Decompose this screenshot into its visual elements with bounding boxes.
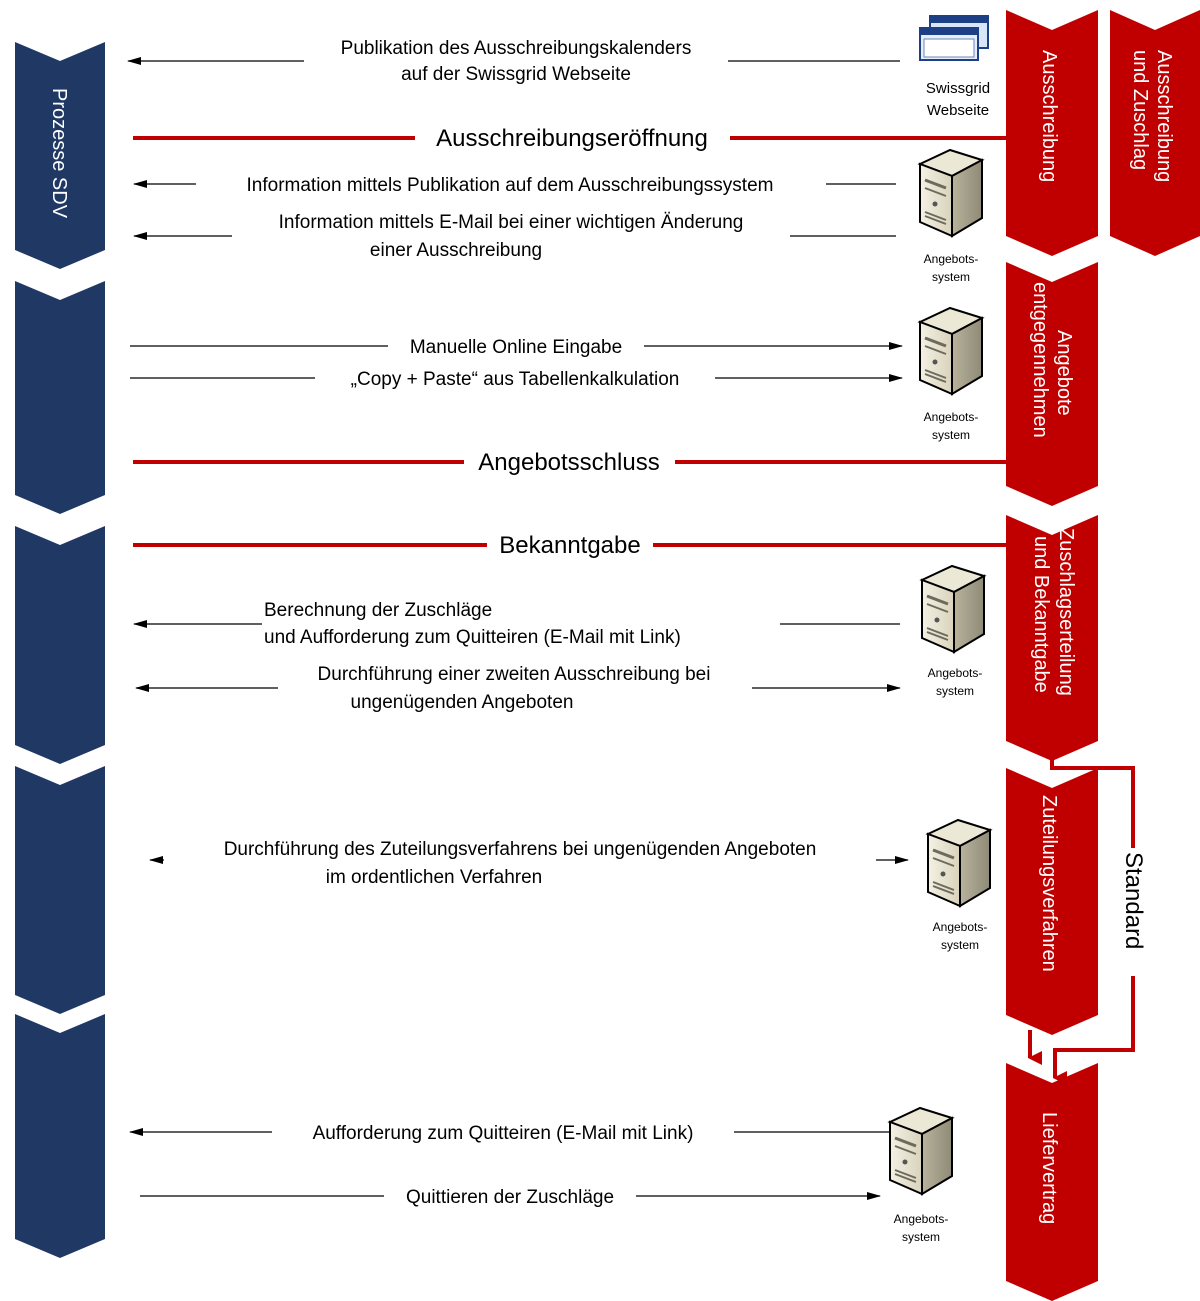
server-icon xyxy=(920,564,986,654)
system-server-4-line2: system xyxy=(941,938,979,952)
milestone-bekanntgabe: Bekanntgabe xyxy=(499,532,640,559)
system-website-line1: Swissgrid xyxy=(926,80,990,97)
left-chevron-5 xyxy=(15,1014,105,1258)
system-server-5-line1: Angebots- xyxy=(894,1212,949,1226)
stage-ausschreibung-chevron xyxy=(1006,10,1098,256)
system-server-1-line1: Angebots- xyxy=(924,252,979,266)
stage-zuschlag-line2: und Bekanntgabe xyxy=(1030,536,1052,693)
server-icon xyxy=(918,148,984,238)
flow-quittieren: Quittieren der Zuschläge xyxy=(406,1187,614,1208)
left-chevron-1 xyxy=(15,42,105,269)
stage-ausschreibung-label: Ausschreibung xyxy=(1038,50,1060,182)
stage-angebote-line1: Angebote xyxy=(1053,330,1075,416)
flow-publikation-line1: Publikation des Ausschreibungskalenders xyxy=(341,38,692,59)
flow-berechnung-line1: Berechnung der Zuschläge xyxy=(264,600,492,621)
flow-aufforderung: Aufforderung zum Quitteiren (E-Mail mit … xyxy=(313,1123,694,1144)
stage-ausschreibung-zuschlag-line2: und Zuschlag xyxy=(1129,50,1151,170)
milestone-eroeffnung: Ausschreibungseröffnung xyxy=(436,125,708,152)
left-chevron-label: Prozesse SDV xyxy=(48,88,70,219)
flow-zuteilung-line2: im ordentlichen Verfahren xyxy=(326,867,543,888)
left-chevron-2 xyxy=(15,281,105,514)
stage-ausschreibung-zuschlag-line1: Ausschreibung xyxy=(1153,50,1175,182)
flow-berechnung-line2: und Aufforderung zum Quitteiren (E-Mail … xyxy=(264,627,681,648)
system-server-4-line1: Angebots- xyxy=(933,920,988,934)
server-icon xyxy=(918,306,984,396)
stage-zuteilung-label: Zuteilungsverfahren xyxy=(1038,795,1060,972)
left-chevron-4 xyxy=(15,766,105,1014)
system-server-2-line2: system xyxy=(932,428,970,442)
system-server-2-line1: Angebots- xyxy=(924,410,979,424)
flow-copy-paste: „Copy + Paste“ aus Tabellenkalkulation xyxy=(351,369,680,390)
system-website-line2: Webseite xyxy=(927,102,989,119)
system-server-5-line2: system xyxy=(902,1230,940,1244)
milestone-angebotsschluss: Angebotsschluss xyxy=(478,449,659,476)
stage-liefervertrag-chevron xyxy=(1006,1063,1098,1301)
flow-info-email-line1: Information mittels E-Mail bei einer wic… xyxy=(279,212,744,233)
flow-zweite-line1: Durchführung einer zweiten Ausschreibung… xyxy=(318,664,711,685)
flow-zweite-line2: ungenügenden Angeboten xyxy=(351,692,574,713)
left-chevron-3 xyxy=(15,526,105,764)
stage-zuschlag-line1: Zuschlagserteilung xyxy=(1055,528,1077,696)
standard-label: Standard xyxy=(1120,852,1147,949)
stage-angebote-line2: entgegennehmen xyxy=(1029,282,1051,438)
stage-zuteilung-chevron xyxy=(1006,768,1098,1035)
flow-info-email-line2: einer Ausschreibung xyxy=(370,240,542,261)
flow-zuteilung-line1: Durchführung des Zuteilungsverfahrens be… xyxy=(224,839,817,860)
standard-label-bg xyxy=(1122,848,1146,976)
server-icon xyxy=(926,818,992,908)
flow-manuelle: Manuelle Online Eingabe xyxy=(410,337,622,358)
system-server-3-line1: Angebots- xyxy=(928,666,983,680)
stage-liefervertrag-label: Liefervertrag xyxy=(1038,1112,1060,1224)
flow-publikation-line2: auf der Swissgrid Webseite xyxy=(401,64,631,85)
system-server-1-line2: system xyxy=(932,270,970,284)
browser-window-icon xyxy=(919,15,989,61)
stage-angebote-chevron xyxy=(1006,262,1098,506)
stage-ausschreibung-zuschlag-chevron xyxy=(1110,10,1200,256)
system-server-3-line2: system xyxy=(936,684,974,698)
server-icon xyxy=(888,1106,954,1196)
flow-info-publikation: Information mittels Publikation auf dem … xyxy=(247,175,774,196)
stage-zuschlag-chevron xyxy=(1006,515,1098,761)
